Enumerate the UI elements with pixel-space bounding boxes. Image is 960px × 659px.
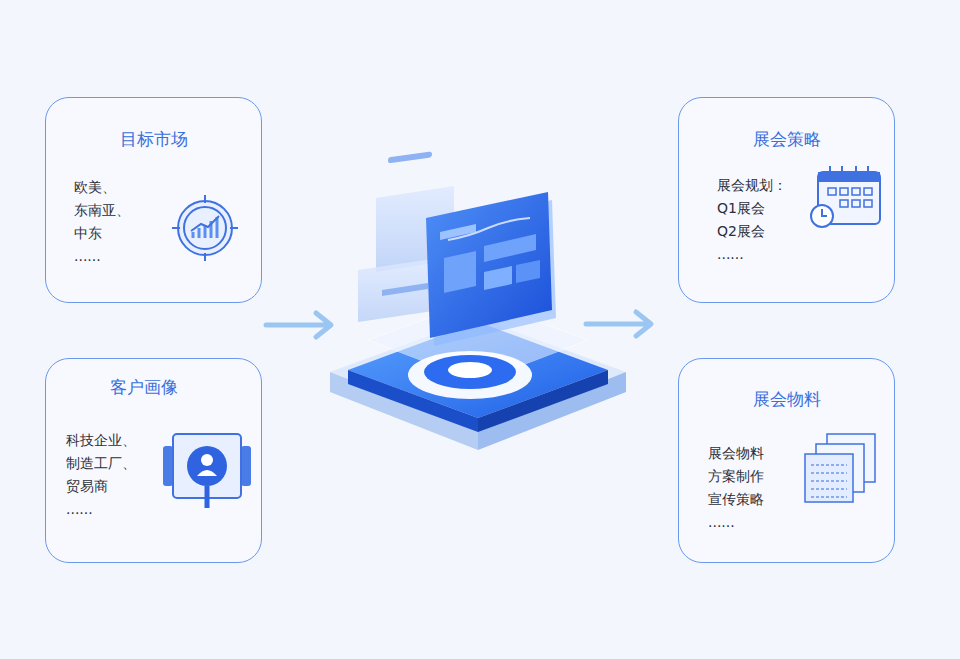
- box-heading: 展会物料: [753, 388, 821, 411]
- info-box: 展会策略展会规划：Q1展会Q2展会......: [678, 97, 895, 303]
- info-box: 展会物料展会物料方案制作宣传策略......: [678, 358, 895, 563]
- list-item: ......: [708, 511, 764, 534]
- item-list: 科技企业、制造工厂、贸易商......: [66, 429, 136, 521]
- item-list: 欧美、东南亚、中东......: [74, 176, 130, 268]
- list-item: 东南亚、: [74, 199, 130, 222]
- info-box: 客户画像科技企业、制造工厂、贸易商......: [45, 358, 262, 563]
- list-item: 中东: [74, 222, 130, 245]
- info-box: 目标市场欧美、东南亚、中东......: [45, 97, 262, 303]
- list-item: Q1展会: [717, 197, 787, 220]
- box-heading: 客户画像: [110, 376, 178, 399]
- box-heading: 目标市场: [120, 128, 188, 151]
- item-list: 展会物料方案制作宣传策略......: [708, 442, 764, 534]
- list-item: 欧美、: [74, 176, 130, 199]
- list-item: ......: [74, 245, 130, 268]
- list-item: ......: [66, 498, 136, 521]
- box-heading: 展会策略: [753, 128, 821, 151]
- list-item: 科技企业、: [66, 429, 136, 452]
- list-item: 方案制作: [708, 465, 764, 488]
- list-item: 制造工厂、: [66, 452, 136, 475]
- list-item: 宣传策略: [708, 488, 764, 511]
- list-item: 展会物料: [708, 442, 764, 465]
- list-item: ......: [717, 243, 787, 266]
- list-item: 贸易商: [66, 475, 136, 498]
- list-item: 展会规划：: [717, 174, 787, 197]
- item-list: 展会规划：Q1展会Q2展会......: [717, 174, 787, 266]
- list-item: Q2展会: [717, 220, 787, 243]
